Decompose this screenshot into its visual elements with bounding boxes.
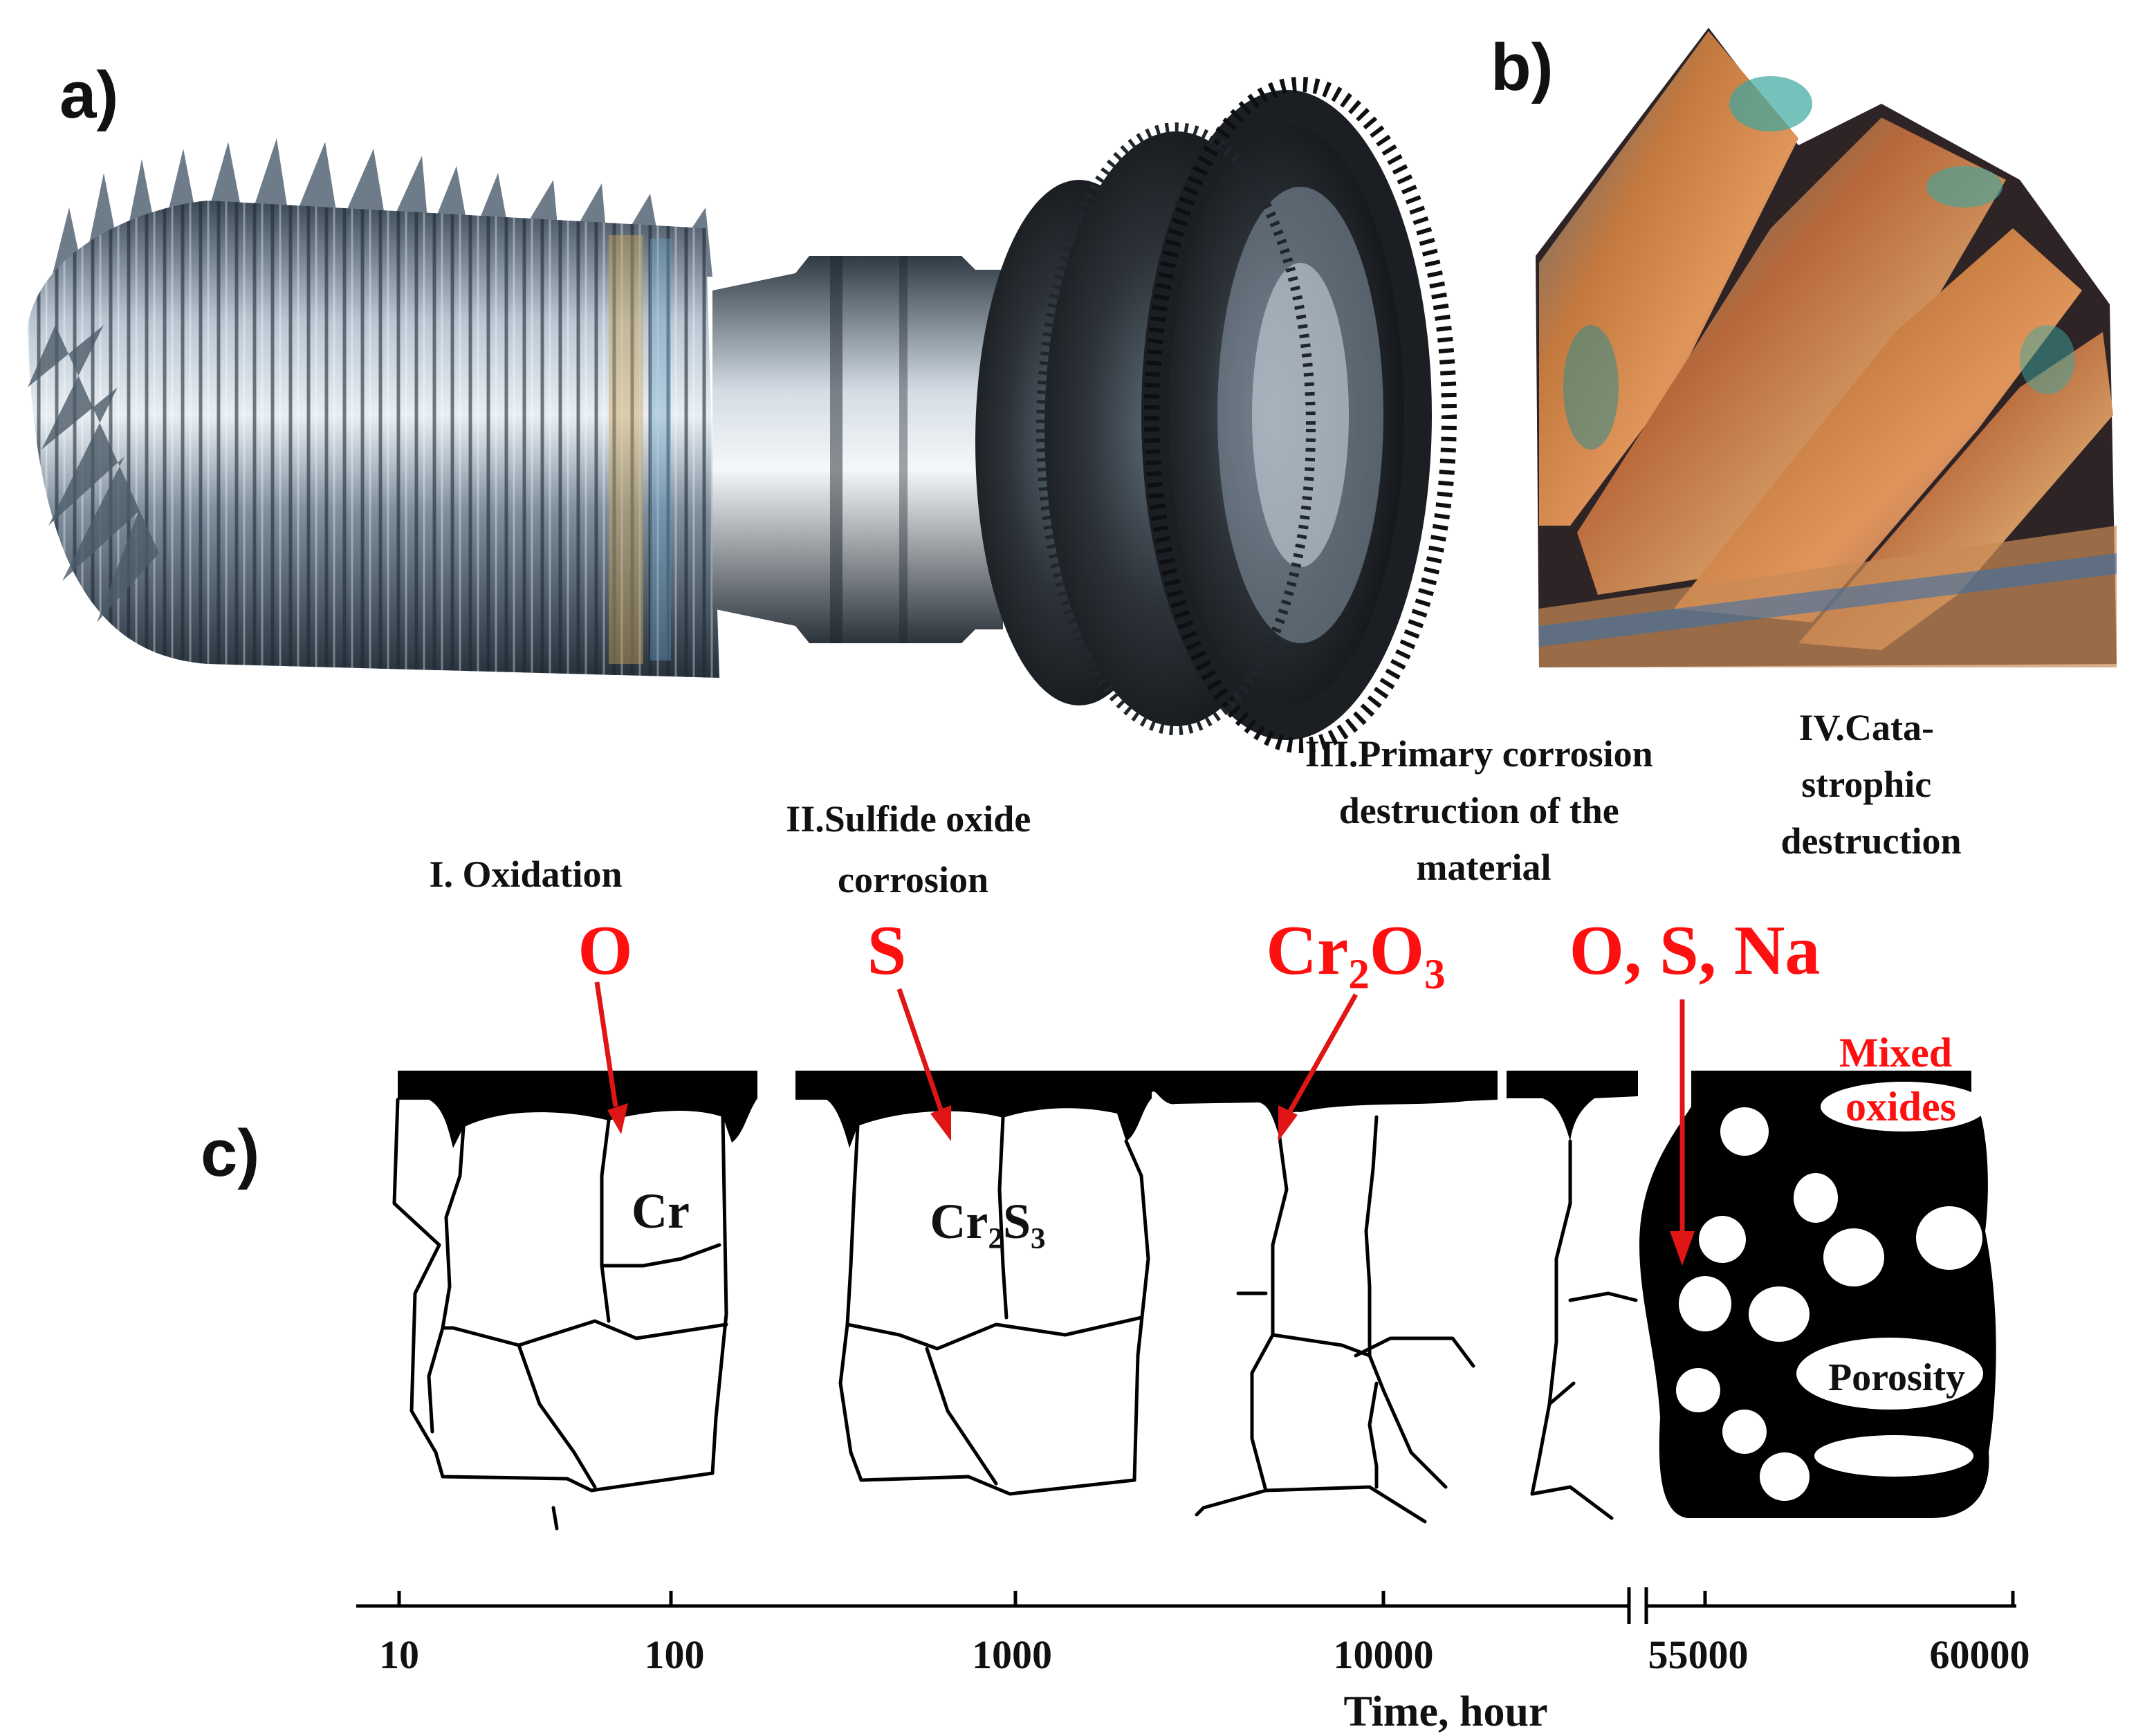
agent-chromium-oxide: Cr₂O₃ [1266,912,1445,990]
mixed-line-1: Mixed [1839,1030,1952,1075]
agent-oxygen: O [578,912,632,990]
section-oxidation: Cr [392,981,757,1531]
turbine-rotor-image [28,77,1457,753]
panel-c-label: c) [201,1116,259,1190]
panel-c: c) I. Oxidation II.Sulfide oxide corrosi… [201,707,2030,1735]
tick-10000: 10000 [1334,1632,1434,1677]
oxide-scale-1 [398,1071,757,1148]
panel-b: b) [1491,28,2117,667]
stage-3-line-1: III.Primary corrosion [1305,733,1653,775]
agent-o-s-na: O, S, Na [1569,912,1821,990]
oxide-scale-3 [1152,1071,1498,1138]
stage-2-line-1: II.Sulfide oxide [786,798,1031,840]
stage-4-line-2: strophic [1801,764,1931,805]
panel-b-label: b) [1491,30,1554,104]
time-axis: 10 100 1000 10000 55000 60000 Time, hour [356,1587,2030,1735]
label-cr2s3: Cr₂S₃ [930,1194,1045,1249]
stage-3-heading: III.Primary corrosion destruction of the… [1305,733,1662,888]
section-boundary [1507,1071,1638,1520]
corroded-blades-image [1536,28,2117,667]
panel-a-label: a) [59,58,118,132]
label-mixed-oxides: Mixed oxides [1839,1030,1962,1129]
oxide-scale-2 [795,1071,1152,1148]
label-cr: Cr [632,1183,690,1239]
oxide-scale-4 [1507,1071,1638,1141]
stage-4-heading: IV.Cata- strophic destruction [1781,707,1962,862]
stage-1-heading: I. Oxidation [429,853,622,895]
panel-a: a) [28,58,1457,753]
section-catastrophic: Mixed oxides Porosity [1639,999,1996,1518]
tick-10: 10 [379,1632,419,1677]
mixed-line-2: oxides [1845,1084,1956,1129]
stage-1-line-1: I. Oxidation [429,853,622,895]
label-porosity: Porosity [1828,1356,1965,1399]
tick-1000: 1000 [972,1632,1052,1677]
stage-3-line-3: material [1417,847,1552,888]
axis-title: Time, hour [1343,1688,1547,1735]
section-sulfide: Cr₂S₃ [795,988,1152,1496]
stage-2-heading: II.Sulfide oxide corrosion [786,798,1040,901]
tick-55000: 55000 [1648,1632,1749,1677]
stage-4-line-3: destruction [1781,820,1962,862]
stage-2-line-2: corrosion [838,859,988,901]
stage-3-line-2: destruction of the [1339,790,1619,831]
tick-100: 100 [645,1632,705,1677]
stage-4-line-1: IV.Cata- [1798,707,1934,748]
section-primary [1152,993,1498,1524]
tick-60000: 60000 [1930,1632,2030,1677]
agent-sulfur: S [867,912,907,990]
